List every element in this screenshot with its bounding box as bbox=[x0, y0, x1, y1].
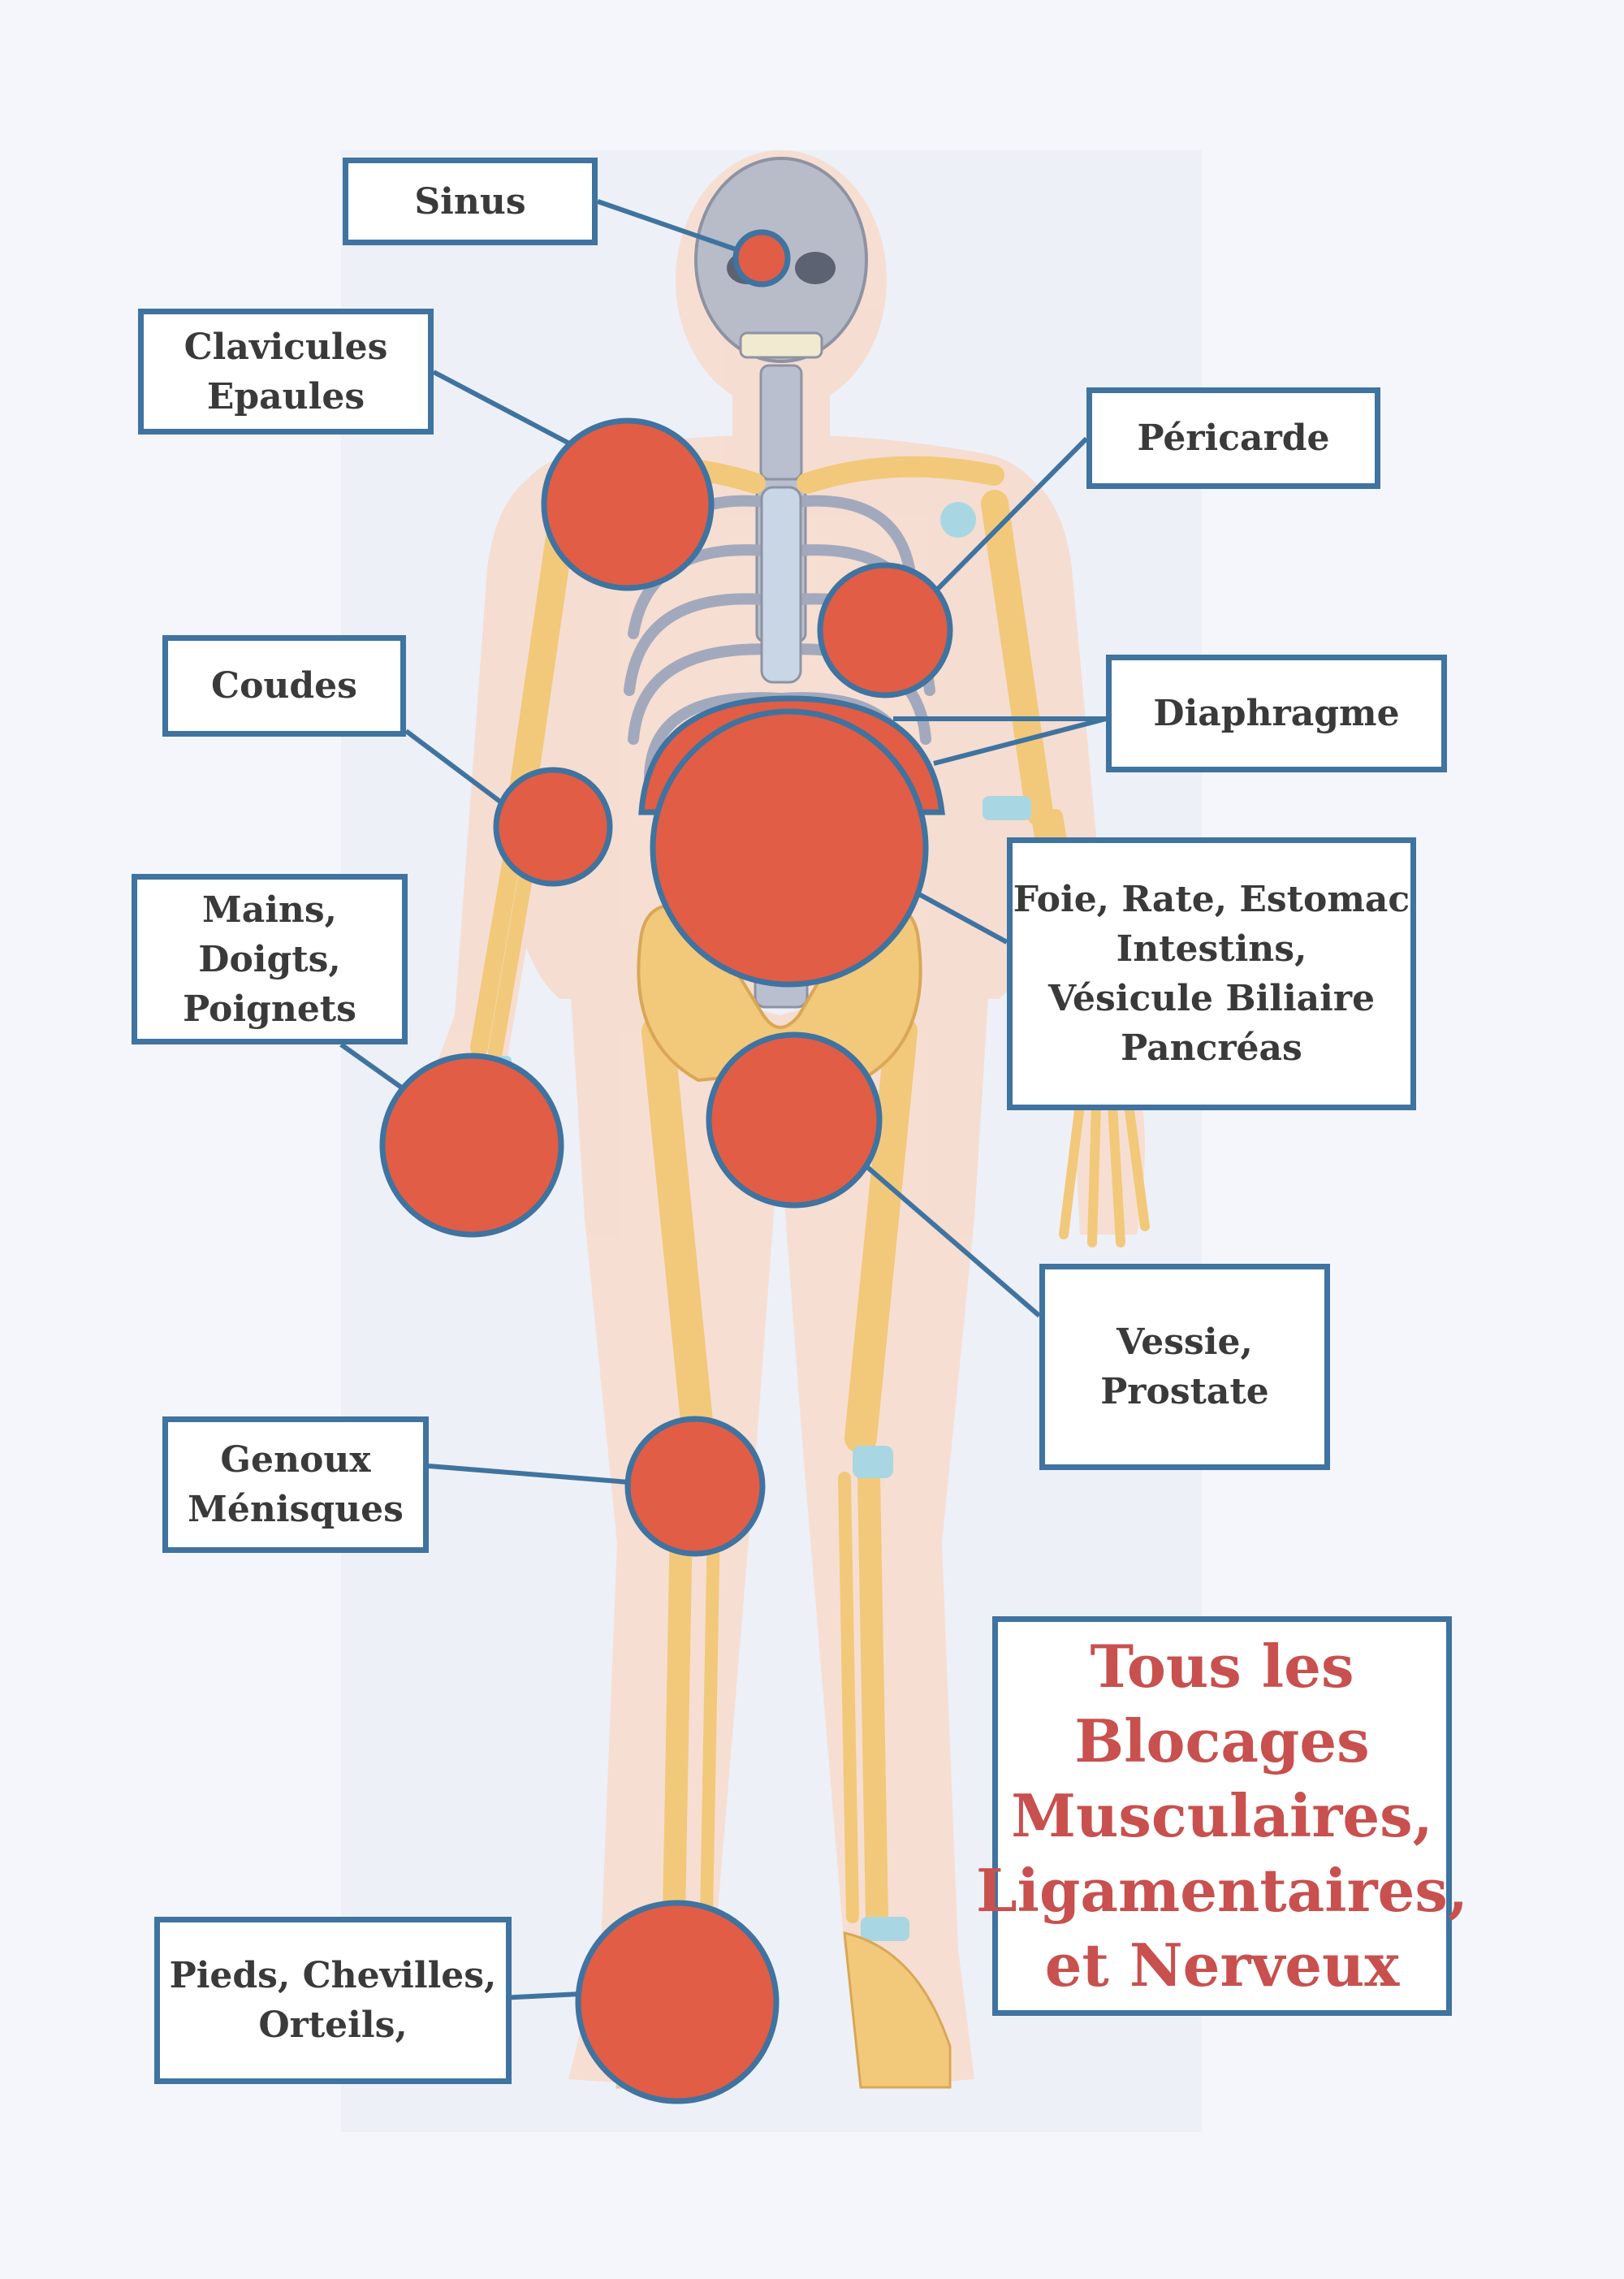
label-foie-line-3: Vésicule Biliaire bbox=[1047, 978, 1376, 1019]
label-foie-rate-estomac: Foie, Rate, Estomac Intestins, Vésicule … bbox=[1007, 837, 1416, 1110]
label-genoux-line-1: Genoux bbox=[220, 1439, 371, 1481]
label-pieds-line-1: Pieds, Chevilles, bbox=[169, 1955, 497, 1996]
label-coudes-line: Coudes bbox=[211, 665, 357, 707]
marker-genoux-menisques bbox=[624, 1416, 766, 1557]
connector-diaphragme-bottom bbox=[933, 716, 1107, 766]
label-vessie-line-2: Prostate bbox=[1100, 1371, 1269, 1412]
hand-right bbox=[1059, 1100, 1150, 1248]
label-vessie-prostate: Vessie, Prostate bbox=[1039, 1264, 1330, 1470]
label-clavicules-line-1: Clavicules bbox=[184, 326, 388, 368]
pain-markers bbox=[379, 229, 953, 2104]
connector-pieds bbox=[499, 1991, 581, 2000]
label-mains-line-3: Poignets bbox=[183, 988, 356, 1030]
marker-sinus bbox=[732, 229, 791, 288]
title-line-3: Musculaires, bbox=[1011, 1781, 1433, 1850]
connector-genoux bbox=[428, 1464, 630, 1485]
label-sinus: Sinus bbox=[343, 158, 598, 245]
connector-clavicules bbox=[432, 370, 574, 448]
label-vessie-line-1: Vessie, bbox=[1116, 1321, 1253, 1363]
connector-sinus bbox=[597, 199, 762, 261]
label-genoux-line-2: Ménisques bbox=[188, 1489, 404, 1530]
marker-coudes bbox=[493, 767, 613, 887]
label-foie-line-2: Intestins, bbox=[1116, 928, 1307, 970]
label-diaphragme-line: Diaphragme bbox=[1153, 693, 1400, 734]
label-pieds-chevilles-orteils: Pieds, Chevilles, Orteils, bbox=[154, 1917, 512, 2084]
connector-pericarde bbox=[931, 436, 1089, 595]
connector-coudes bbox=[404, 729, 505, 807]
label-pericarde-line: Péricarde bbox=[1137, 417, 1330, 459]
marker-foie-rate-estomac bbox=[650, 708, 929, 988]
label-coudes: Coudes bbox=[162, 635, 406, 737]
title-line-1: Tous les bbox=[1090, 1632, 1354, 1701]
marker-vessie-prostate bbox=[706, 1031, 883, 1209]
label-foie-line-1: Foie, Rate, Estomac bbox=[1013, 879, 1410, 920]
sternum bbox=[760, 486, 802, 684]
marker-pieds-chevilles-orteils bbox=[575, 1900, 780, 2104]
label-pericarde: Péricarde bbox=[1086, 387, 1380, 489]
title-line-2: Blocages bbox=[1074, 1706, 1370, 1775]
label-pieds-line-2: Orteils, bbox=[258, 2004, 408, 2046]
label-mains-line-2: Doigts, bbox=[198, 938, 341, 980]
marker-clavicules-epaules bbox=[541, 417, 715, 591]
label-clavicules-line-2: Epaules bbox=[206, 375, 365, 417]
connector-foie bbox=[916, 891, 1009, 945]
label-mains-line-1: Mains, bbox=[201, 889, 337, 931]
connector-vessie bbox=[859, 1159, 1041, 1318]
label-mains-doigts-poignets: Mains, Doigts, Poignets bbox=[132, 874, 408, 1044]
marker-pericarde bbox=[817, 562, 953, 698]
label-genoux-menisques: Genoux Ménisques bbox=[162, 1416, 429, 1553]
title-line-5: et Nerveux bbox=[1044, 1931, 1400, 2000]
connector-lines bbox=[339, 199, 1107, 2000]
label-foie-line-4: Pancréas bbox=[1121, 1027, 1302, 1069]
title-box: Tous les Blocages Musculaires, Ligamenta… bbox=[976, 1616, 1468, 2016]
marker-mains-doigts-poignets bbox=[379, 1053, 564, 1238]
label-clavicules-epaules: Clavicules Epaules bbox=[138, 309, 434, 435]
label-sinus-line: Sinus bbox=[414, 180, 526, 223]
label-diaphragme: Diaphragme bbox=[1106, 655, 1447, 772]
title-line-4: Ligamentaires, bbox=[976, 1856, 1468, 1925]
